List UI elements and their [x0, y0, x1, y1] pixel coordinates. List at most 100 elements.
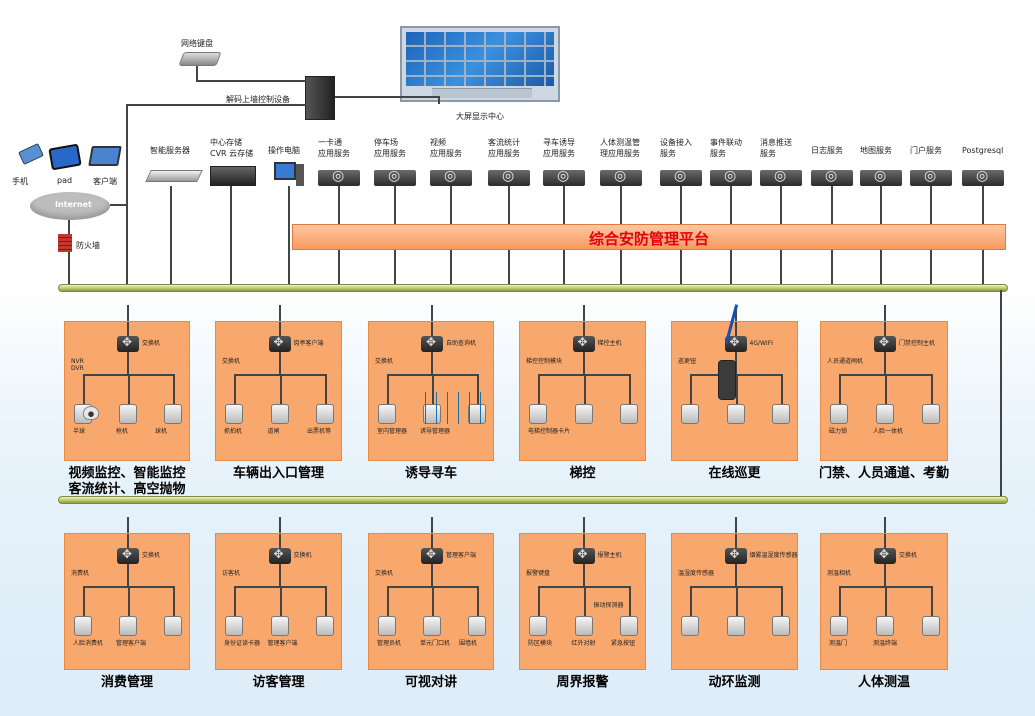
platform-title: 综合安防管理平台	[588, 230, 709, 248]
device-icon	[225, 616, 243, 636]
device-label: 4G/WIFI	[749, 340, 773, 347]
device-label: 电梯控制器卡片	[528, 428, 571, 435]
server-icon	[430, 168, 472, 186]
device-label: 管理客户端	[267, 640, 298, 647]
device-icon	[830, 616, 848, 636]
device-label: 交换机	[222, 358, 241, 365]
storage-icon	[210, 166, 256, 186]
device-icon	[772, 404, 790, 424]
device-icon	[164, 616, 182, 636]
subsystem-caption: 视频监控、智能监控 客流统计、高空抛物	[68, 466, 186, 497]
device-icon	[574, 616, 593, 636]
connector-line	[278, 534, 281, 548]
internet-cloud-icon	[30, 192, 110, 220]
connector-line	[884, 322, 886, 336]
device-label: 交换机	[142, 340, 161, 347]
device-label: 单元门口机	[420, 640, 451, 647]
connector-line	[83, 374, 85, 404]
firewall-label: 防火墙	[76, 241, 100, 250]
subsystem-caption: 消费管理	[100, 675, 153, 690]
keyboard-icon	[178, 52, 222, 66]
device-label: 管理客户端	[116, 640, 147, 647]
pad-label: pad	[57, 176, 73, 185]
server-label: 一卡通 应用服务	[318, 138, 350, 158]
bus-connector	[884, 517, 886, 533]
connector-line	[278, 564, 281, 586]
device-label: 测温门	[829, 640, 848, 647]
connector-line	[127, 352, 129, 374]
device-label: 振动探测器	[593, 602, 624, 609]
device-label: 球机	[155, 428, 168, 435]
guidance-network-icon	[415, 392, 485, 424]
device-icon	[119, 616, 137, 636]
connector-line	[387, 374, 389, 404]
video-wall-icon	[400, 26, 560, 102]
wall-label: 大屏显示中心	[456, 112, 504, 121]
device-icon	[225, 404, 243, 424]
connector-line	[431, 352, 433, 374]
server-label: 停车场 应用服务	[374, 138, 406, 158]
server-label: 人体测温管 理应用服务	[600, 138, 640, 158]
connector-line	[170, 186, 172, 284]
bus-connector	[734, 517, 737, 533]
bus-connector	[431, 305, 433, 321]
connector-line	[127, 534, 129, 548]
device-label: 测温终端	[873, 640, 898, 647]
decoder-label: 解码上墙控制设备	[226, 95, 290, 104]
connector-line	[431, 564, 433, 586]
device-icon	[620, 404, 638, 424]
server-label: 视频 应用服务	[430, 138, 462, 158]
device-label: 磁力锁	[829, 428, 848, 435]
device-icon	[468, 616, 486, 636]
server-label: Postgresql	[962, 146, 1004, 155]
device-label: 管理客户端	[446, 552, 477, 559]
subsystem-caption: 动环监测	[708, 675, 761, 690]
connector-line	[234, 374, 236, 404]
connector-line	[582, 352, 585, 374]
server-icon	[760, 168, 802, 186]
rack-server-icon	[145, 170, 203, 182]
subsystem-caption: 诱导寻车	[404, 466, 457, 481]
connector-line	[431, 322, 433, 336]
device-label: 人员通道闸机	[827, 358, 864, 365]
device-icon	[119, 404, 137, 424]
top-section: 网络键盘 解码上墙控制设备 大屏显示中心 手机 pad 客户端 Internet…	[0, 0, 1035, 290]
bus-connector	[127, 517, 129, 533]
device-icon	[270, 616, 289, 636]
connector-line	[582, 534, 585, 548]
switch-icon	[421, 547, 443, 564]
server-label: 智能服务器	[150, 146, 190, 155]
connector-line	[278, 322, 281, 336]
device-label: 交换机	[142, 552, 161, 559]
device-label: 梯控主机	[597, 340, 622, 347]
connector-line	[387, 586, 389, 616]
device-icon	[620, 616, 638, 636]
subsystem-caption: 周界报警	[556, 675, 609, 690]
server-label: 中心存储 CVR 云存储	[210, 138, 254, 158]
switch-icon	[724, 547, 747, 564]
connector-line	[431, 534, 433, 548]
device-label: 门禁控制主机	[899, 340, 936, 347]
connector-line	[884, 534, 886, 548]
connector-line	[931, 374, 933, 404]
device-icon	[726, 616, 745, 636]
bus-connector	[278, 517, 281, 533]
device-label: 枪机	[116, 428, 129, 435]
connector-line	[629, 586, 631, 616]
device-label: 交换机	[293, 552, 312, 559]
connector-line	[279, 374, 282, 404]
connector-line	[127, 564, 129, 586]
device-icon	[922, 404, 940, 424]
device-label: 岗亭客户端	[293, 340, 324, 347]
bus-connector	[127, 305, 129, 321]
device-icon	[726, 404, 745, 424]
device-label: 身份证读卡器	[224, 640, 261, 647]
connector-line	[173, 374, 175, 404]
subsystem-caption: 梯控	[569, 466, 596, 481]
switch-icon	[874, 547, 896, 564]
device-icon	[316, 616, 334, 636]
device-label: 自助查询机	[446, 340, 477, 347]
phone-label: 手机	[12, 177, 28, 186]
